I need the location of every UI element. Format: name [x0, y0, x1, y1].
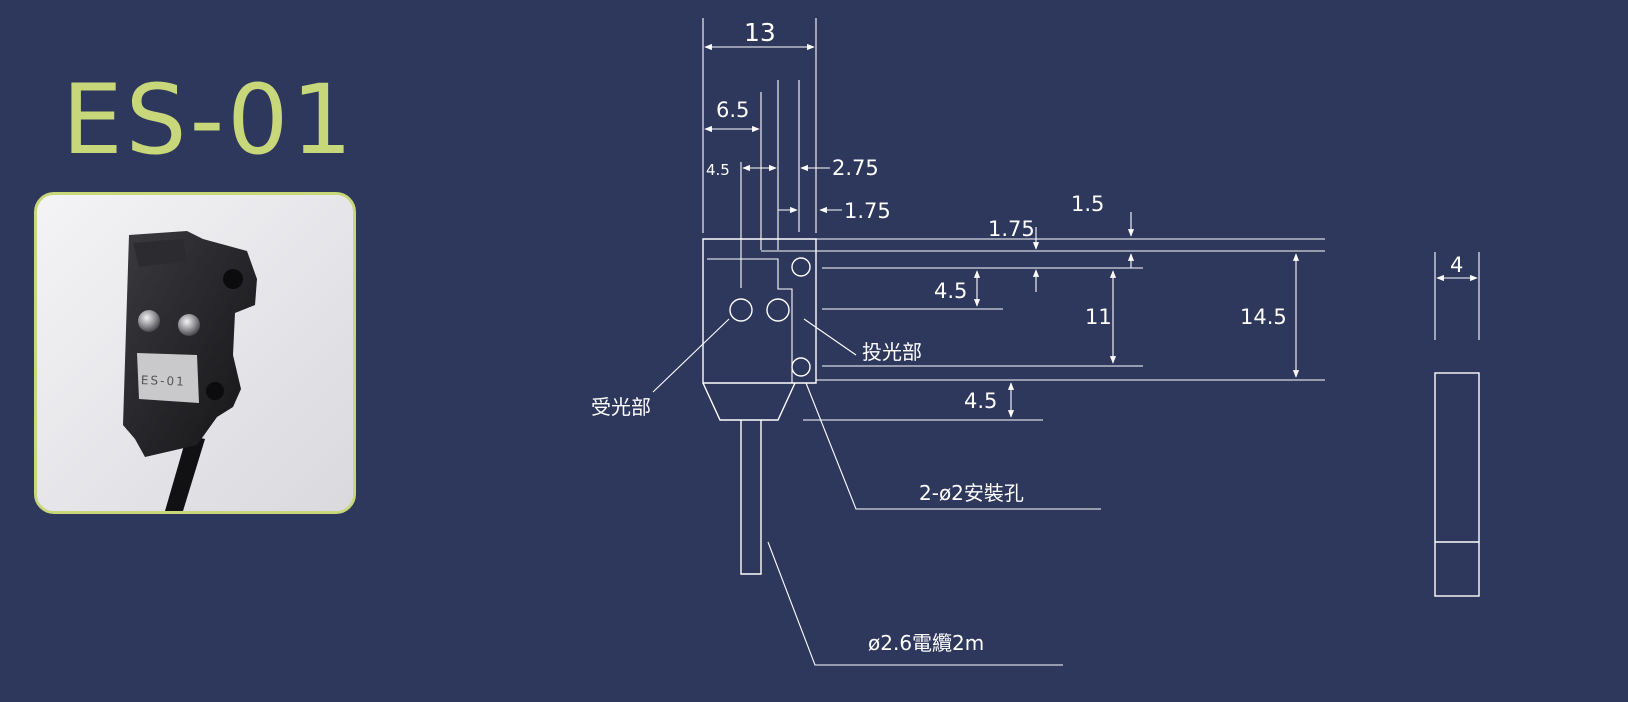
leader-lines	[652, 318, 1101, 666]
callout-labels: 投光部 受光部 2-ø2安裝孔 ø2.6電纜2m	[591, 340, 1024, 655]
product-photo: ES-01	[34, 192, 356, 514]
dim-thickness: 4	[1450, 253, 1463, 277]
cable-shape	[165, 435, 205, 511]
dimension-arrows	[704, 43, 1478, 418]
dim-top-offset-b: 1.75	[988, 217, 1035, 241]
callout-receiver: 受光部	[591, 395, 651, 419]
sensor-label-text: ES-01	[141, 373, 186, 389]
dim-top-offset-a: 1.5	[1071, 192, 1104, 216]
callout-emitter: 投光部	[862, 340, 922, 364]
dim-lens-offset: 4.5	[706, 161, 730, 179]
dim-body-height: 14.5	[1240, 305, 1287, 329]
receiver-lens	[729, 298, 753, 322]
sensor-body-shape	[123, 231, 257, 457]
dim-right-offset-b: 1.75	[844, 199, 891, 223]
sensor-label-plate	[137, 353, 199, 403]
dim-hole-spacing: 11	[1085, 305, 1112, 329]
dimension-labels: 13 6.5 4.5 2.75 1.75 1.5 1.75 4.5 11 14.…	[706, 18, 1463, 413]
dim-width-total: 13	[744, 18, 776, 47]
emitter-lens	[766, 298, 790, 322]
lens-right-shape	[178, 314, 200, 336]
model-title: ES-01	[62, 64, 356, 176]
lens-left-shape	[138, 310, 160, 332]
sensor-outline	[702, 238, 817, 575]
extension-lines	[702, 18, 1325, 421]
dim-lens-height: 4.5	[934, 279, 967, 303]
dim-half-width: 6.5	[716, 98, 749, 122]
callout-cable: ø2.6電纜2m	[868, 631, 984, 655]
mount-hole-top	[791, 257, 811, 277]
sensor-photo-illustration: ES-01	[37, 195, 353, 511]
side-view	[1434, 252, 1480, 597]
dim-bottom-offset: 4.5	[964, 389, 997, 413]
mount-hole-bottom	[791, 357, 811, 377]
dim-right-offset-a: 2.75	[832, 156, 879, 180]
cable-outline	[740, 420, 762, 575]
callout-mount-holes: 2-ø2安裝孔	[919, 481, 1024, 505]
